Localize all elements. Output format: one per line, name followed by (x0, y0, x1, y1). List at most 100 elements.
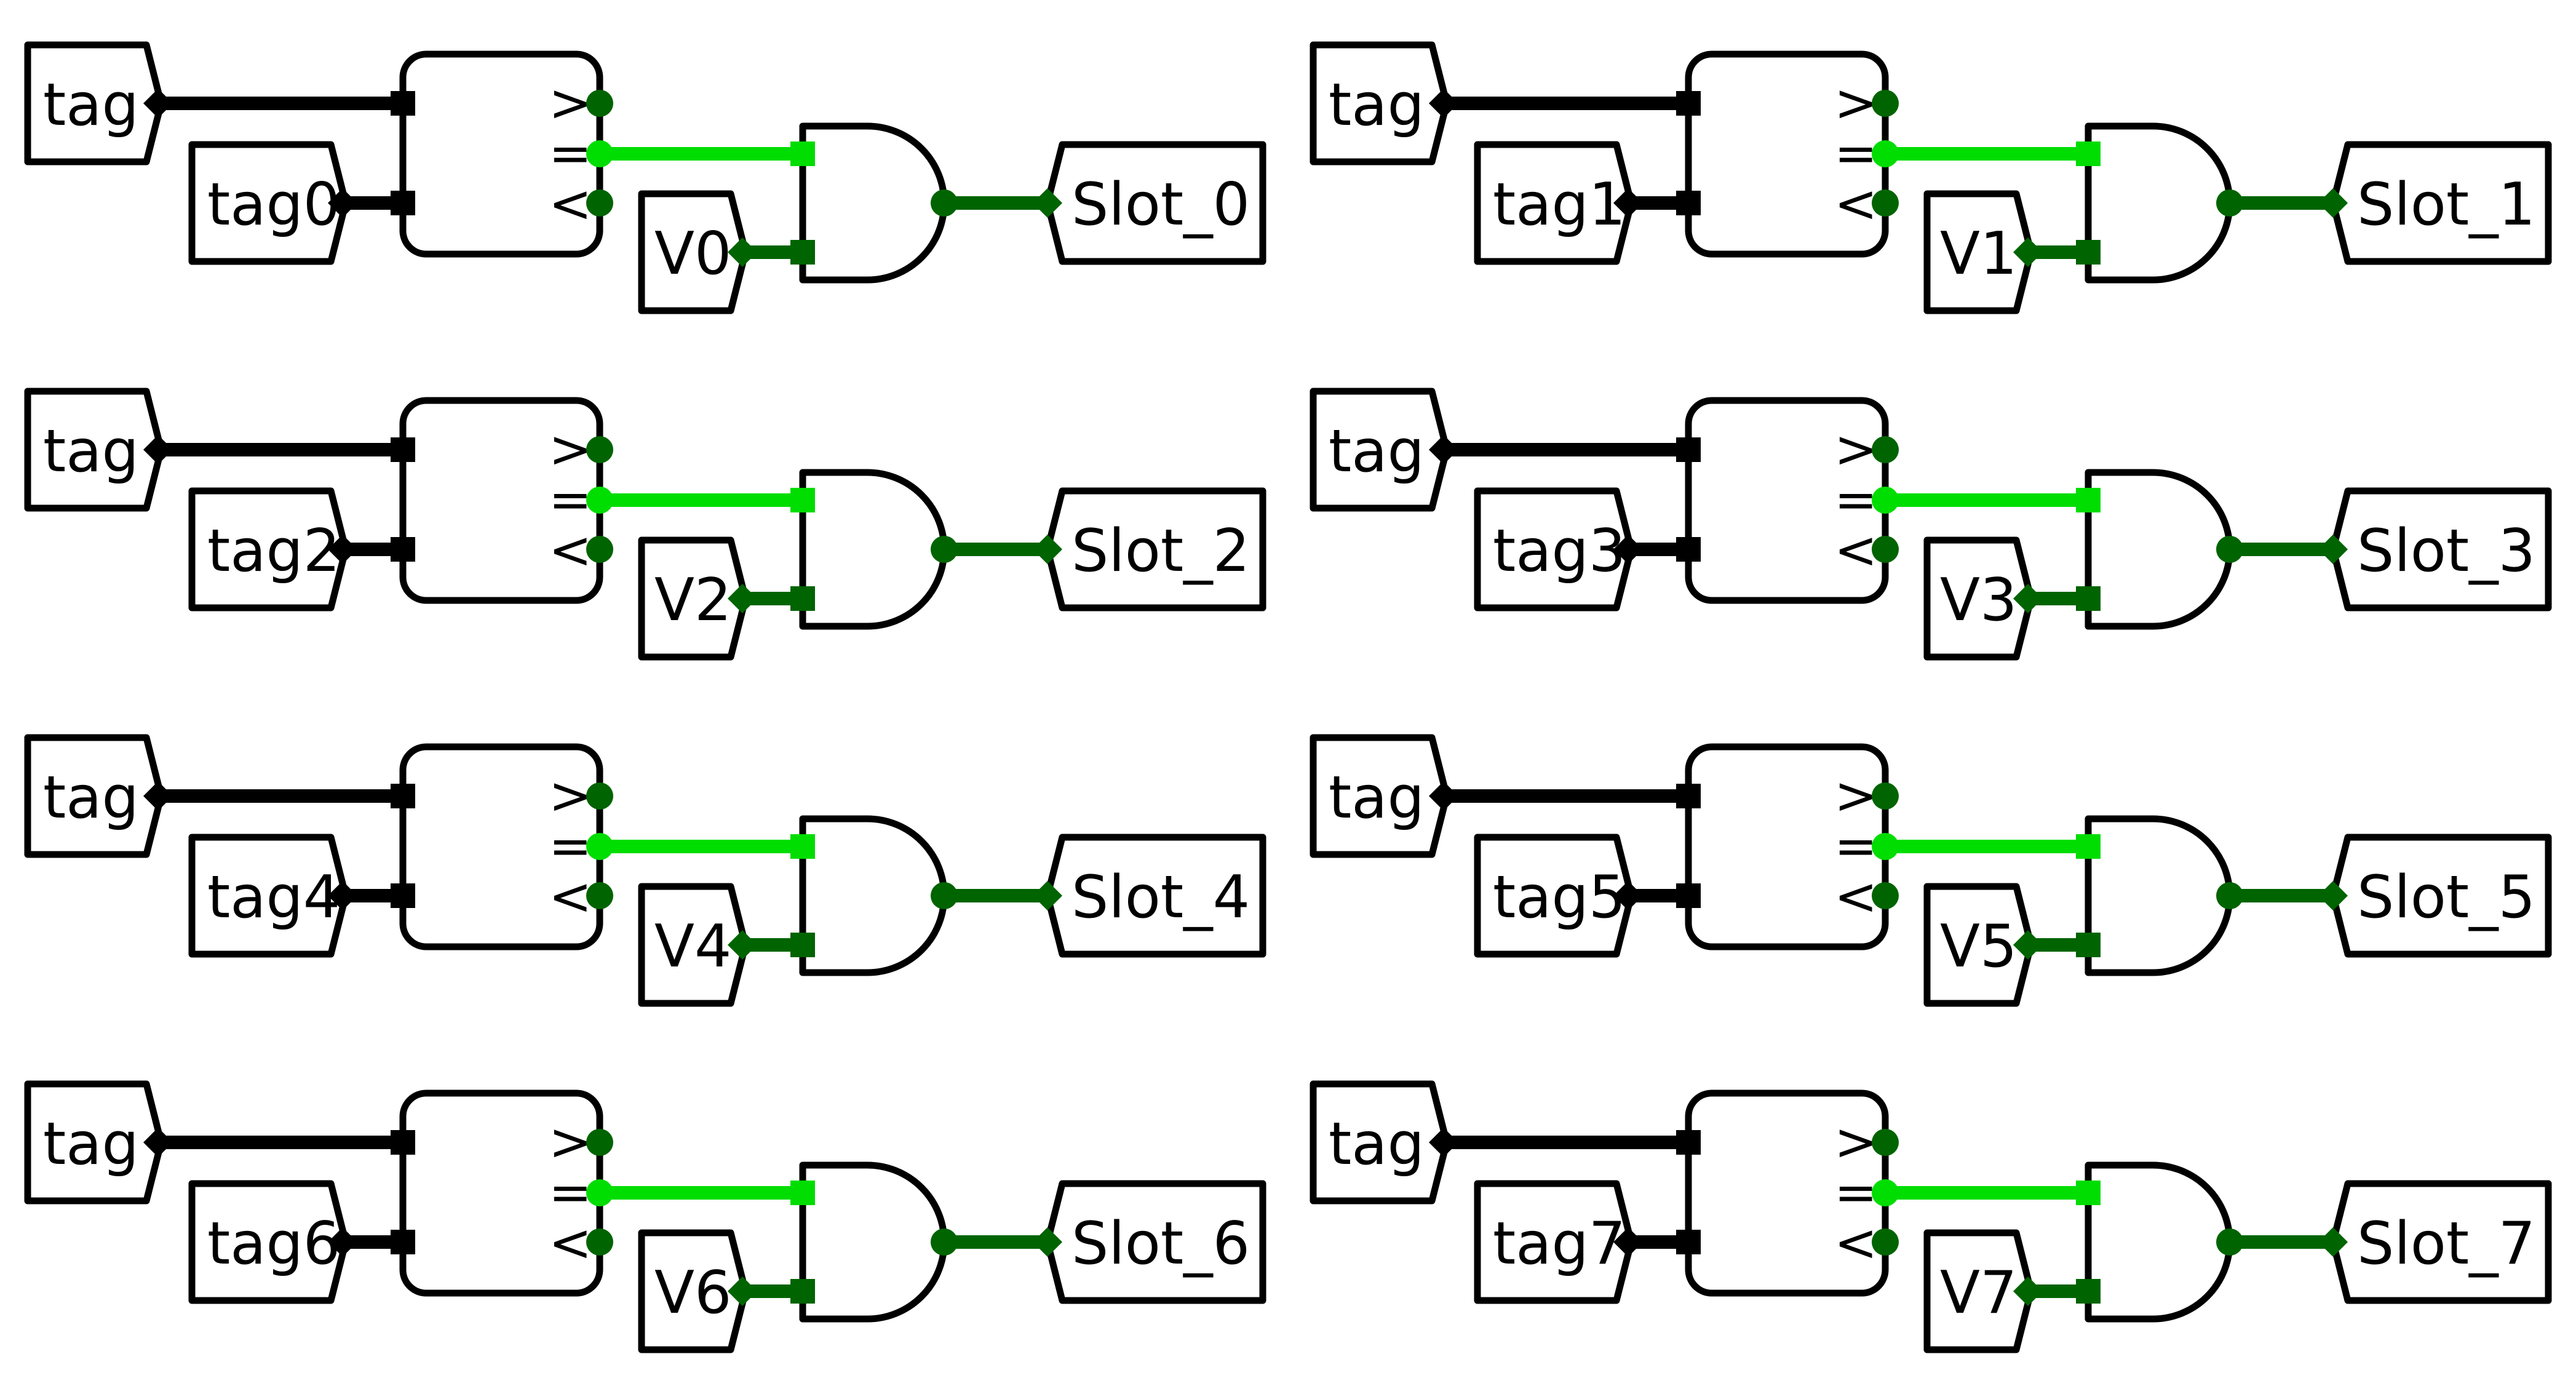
and-gate-output (931, 882, 958, 909)
comparator-greater-symbol: > (1834, 73, 1877, 133)
comparator-less-output (586, 536, 613, 563)
comparator-less-symbol: < (549, 866, 592, 926)
tag-index-box (1474, 141, 1635, 265)
valid-box (1923, 1229, 2035, 1353)
and-gate-input-a-pin (2076, 1181, 2101, 1205)
slot-output-connector (1033, 881, 1062, 910)
comparator-input-a-pin (1676, 91, 1701, 116)
tag-input-box (1310, 388, 1450, 512)
tag-input-connector (143, 781, 173, 811)
and-gate (799, 815, 948, 976)
tag-index-box (188, 834, 349, 958)
slot-output-connector (1033, 535, 1062, 564)
comparator-input-a-pin (391, 784, 415, 808)
tag-index-connector (1613, 535, 1643, 564)
valid-connector (2013, 584, 2043, 613)
slot-output-label: Slot_4 (1071, 864, 1250, 931)
comparator-greater-output (1872, 90, 1899, 117)
comparator-less-symbol: < (549, 173, 592, 234)
slot-output-label: Slot_1 (2357, 171, 2535, 239)
tag-index-label: tag7 (1493, 1210, 1626, 1278)
comparator-input-b-pin (391, 191, 415, 215)
comparator-equal-symbol: = (549, 816, 592, 876)
valid-connector (728, 237, 757, 267)
comparator-input-b-pin (391, 1230, 415, 1254)
comparator-greater-output (586, 90, 613, 117)
valid-box (638, 1229, 749, 1353)
tag-input-connector (1429, 1128, 1458, 1157)
and-gate-input-b-pin (2076, 240, 2101, 265)
comparator-less-symbol: < (549, 1213, 592, 1273)
and-gate-output (931, 189, 958, 217)
tag-input-box (1310, 734, 1450, 858)
comparator-input-a-pin (391, 437, 415, 462)
comparator-equal-symbol: = (1834, 123, 1877, 183)
tag-index-box (1474, 834, 1635, 958)
valid-box (1923, 536, 2035, 661)
slot-output-connector (2318, 1227, 2348, 1257)
comparator-greater-output (1872, 436, 1899, 463)
slot-output-label: Slot_5 (2357, 864, 2535, 931)
comparator-less-output (1872, 189, 1899, 217)
and-gate-input-b-pin (2076, 933, 2101, 957)
valid-label: V6 (654, 1259, 731, 1327)
and-gate-input-b-pin (2076, 586, 2101, 611)
slot-output-label: Slot_2 (1071, 517, 1250, 585)
comparator-less-symbol: < (1834, 520, 1877, 580)
tag-index-label: tag4 (207, 864, 340, 931)
tag-index-connector (328, 535, 357, 564)
tag-input-label: tag (1329, 418, 1425, 485)
valid-label: V7 (1940, 1259, 2017, 1327)
valid-label: V4 (654, 913, 731, 981)
slot-output-connector (1033, 1227, 1062, 1257)
tag-input-box (24, 388, 165, 512)
tag-input-connector (1429, 435, 1458, 464)
comparator-equal-symbol: = (549, 123, 592, 183)
tag-index-label: tag1 (1493, 171, 1626, 239)
and-gate (2085, 122, 2233, 284)
and-gate-input-a-pin (790, 1181, 815, 1205)
tag-input-label: tag (1329, 764, 1425, 832)
comparator-equal-symbol: = (1834, 816, 1877, 876)
and-gate-input-a-pin (790, 141, 815, 166)
comparator-equal-symbol: = (1834, 469, 1877, 530)
tag-input-label: tag (43, 71, 139, 139)
and-gate-input-b-pin (790, 933, 815, 957)
tag-input-connector (1429, 89, 1458, 118)
and-gate-input-a-pin (2076, 834, 2101, 859)
and-gate (2085, 815, 2233, 976)
comparator-input-a-pin (1676, 437, 1701, 462)
comparator-input-a-pin (391, 1130, 415, 1155)
comparator-equal-output (1872, 1179, 1899, 1206)
and-gate-output (2216, 189, 2243, 217)
valid-label: V0 (654, 220, 731, 288)
tag-input-connector (143, 1128, 173, 1157)
slot-output-label: Slot_6 (1071, 1210, 1250, 1278)
comparator-greater-output (1872, 1129, 1899, 1156)
slot-output-label: Slot_3 (2357, 517, 2535, 585)
tag-input-box (1310, 1080, 1450, 1205)
valid-box (638, 883, 749, 1007)
comparator-greater-output (586, 436, 613, 463)
tag-input-label: tag (43, 1110, 139, 1178)
comparator-input-b-pin (1676, 1230, 1701, 1254)
and-gate-input-b-pin (790, 240, 815, 265)
comparator-input-b-pin (1676, 883, 1701, 908)
comparator-greater-symbol: > (549, 73, 592, 133)
and-gate-input-b-pin (790, 1279, 815, 1304)
comparator-greater-output (586, 1129, 613, 1156)
comparator-equal-symbol: = (549, 1162, 592, 1222)
tag-input-label: tag (43, 418, 139, 485)
comparator-greater-symbol: > (549, 765, 592, 826)
valid-connector (2013, 1276, 2043, 1306)
tag-index-label: tag0 (207, 171, 340, 239)
and-gate-input-a-pin (790, 834, 815, 859)
tag-input-box (24, 734, 165, 858)
and-gate (799, 122, 948, 284)
slot-output-connector (2318, 881, 2348, 910)
comparator-less-symbol: < (549, 520, 592, 580)
